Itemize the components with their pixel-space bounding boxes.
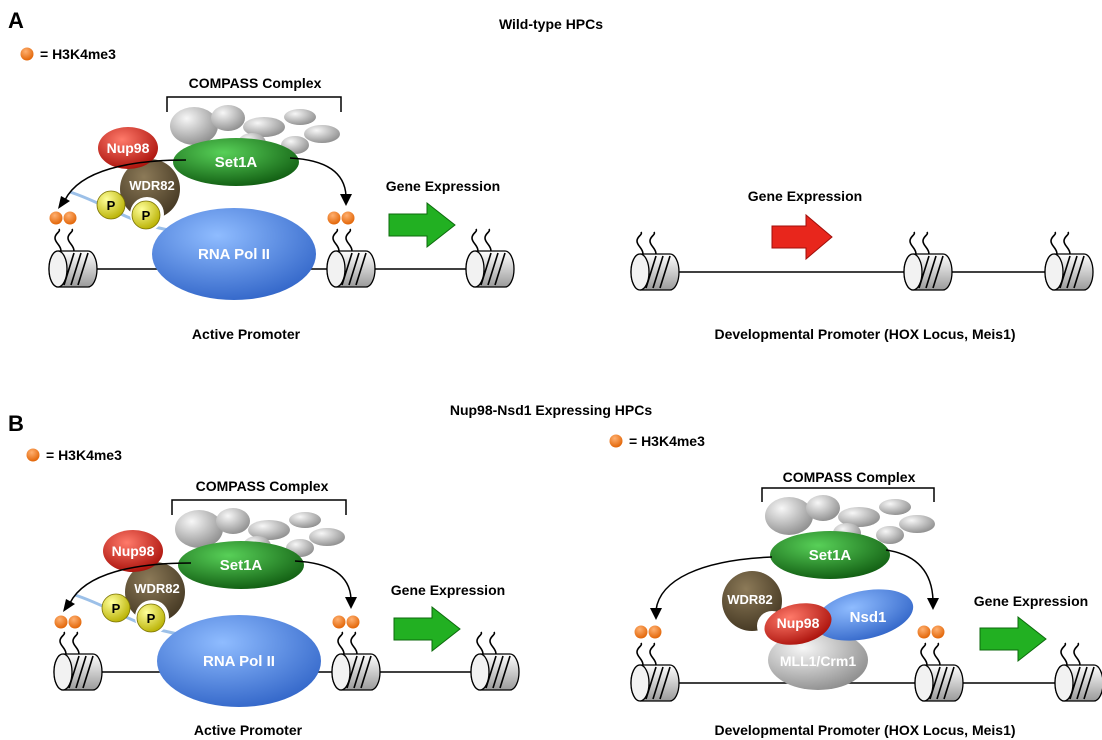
panel-b-active-promoter: COMPASS Complex RNA Pol II WDR82 P P Set… [53, 478, 520, 738]
nucleosome-icon [1044, 231, 1094, 291]
gene-expression-label: Gene Expression [974, 593, 1088, 609]
h3k4me3-mark-icon [931, 625, 945, 639]
h3k4me3-mark-icon [49, 211, 63, 225]
h3k4me3-mark-icon [917, 625, 931, 639]
h3k4me3-mark-icon [54, 615, 68, 629]
nucleosome-icon [1054, 642, 1102, 702]
h3k4me3-mark-icon [327, 211, 341, 225]
h3k4me3-mark-icon [63, 211, 77, 225]
nucleosome-icon [53, 631, 103, 691]
nucleosome-icon [914, 642, 964, 702]
set1a-label: Set1A [220, 557, 263, 574]
panel-a-developmental-promoter: Gene Expression Developmental Promoter (… [630, 188, 1094, 342]
set1a [770, 531, 890, 579]
nup98-label: Nup98 [112, 543, 155, 559]
nup98-label: Nup98 [777, 615, 820, 631]
panel-b-title: Nup98-Nsd1 Expressing HPCs [450, 402, 652, 418]
panel-a-letter: A [8, 8, 24, 33]
phospho-label: P [147, 611, 156, 626]
gene-expression-label: Gene Expression [748, 188, 862, 204]
nucleosome-icon [326, 228, 376, 288]
wdr82-label: WDR82 [129, 178, 175, 193]
nucleosome-icon [465, 228, 515, 288]
developmental-promoter-caption: Developmental Promoter (HOX Locus, Meis1… [714, 722, 1015, 738]
nucleosome-icon [630, 231, 680, 291]
nsd1 [814, 589, 914, 641]
nsd1-label: Nsd1 [850, 609, 887, 626]
nup98 [98, 127, 158, 169]
h3k4me3-legend-dot-icon [609, 434, 623, 448]
panel-b-legend-left: = H3K4me3 [46, 447, 122, 463]
active-arrow-icon [979, 616, 1047, 662]
active-promoter-caption: Active Promoter [192, 326, 301, 342]
mll1-crm1 [768, 630, 868, 690]
wdr82-label: WDR82 [134, 581, 180, 596]
h3k4me3-legend-dot-icon [26, 448, 40, 462]
nup98 [764, 603, 832, 645]
h3k4me3-mark-icon [68, 615, 82, 629]
h3k4me3-mark-icon [346, 615, 360, 629]
h3k4me3-mark-icon [648, 625, 662, 639]
panel-b-letter: B [8, 411, 24, 436]
rna-pol-ii [157, 615, 321, 707]
nucleosome-icon [48, 228, 98, 288]
silenced-arrow-icon [771, 214, 833, 260]
rna-pol-ii-label: RNA Pol II [203, 653, 275, 670]
set1a-label: Set1A [215, 154, 258, 171]
h3k4me3-legend-dot-icon [20, 47, 34, 61]
nucleosome-icon [903, 231, 953, 291]
wdr82-label: WDR82 [727, 592, 773, 607]
set1a [173, 138, 299, 186]
compass-complex-label: COMPASS Complex [783, 469, 916, 485]
nucleosome-icon [331, 631, 381, 691]
compass-complex-label: COMPASS Complex [189, 75, 322, 91]
h3k4me3-mark-icon [634, 625, 648, 639]
h3k4me3-mark-icon [341, 211, 355, 225]
set1a [178, 541, 304, 589]
nucleosome-icon [630, 642, 680, 702]
active-arrow-icon [393, 606, 461, 652]
developmental-promoter-caption: Developmental Promoter (HOX Locus, Meis1… [714, 326, 1015, 342]
nup98-label: Nup98 [107, 140, 150, 156]
gene-expression-label: Gene Expression [391, 582, 505, 598]
panel-a-title: Wild-type HPCs [499, 16, 603, 32]
phospho-label: P [142, 208, 151, 223]
rna-pol-ii [152, 208, 316, 300]
set1a-label: Set1A [809, 547, 852, 564]
panel-a-legend-label: = H3K4me3 [40, 46, 116, 62]
active-promoter-caption: Active Promoter [194, 722, 303, 738]
panel-b-legend-right: = H3K4me3 [629, 433, 705, 449]
phospho-label: P [107, 198, 116, 213]
phospho-label: P [112, 601, 121, 616]
nup98 [103, 530, 163, 572]
panel-b-developmental-promoter: COMPASS Complex MLL1/Crm1 WDR82 Nsd1 Nup… [630, 469, 1102, 738]
panel-a-active-promoter: COMPASS Complex RNA Pol II WDR82 P P Set… [48, 75, 515, 342]
active-arrow-icon [388, 202, 456, 248]
mll1-crm1-label: MLL1/Crm1 [780, 653, 856, 669]
nucleosome-icon [470, 631, 520, 691]
compass-complex-label: COMPASS Complex [196, 478, 329, 494]
h3k4me3-mark-icon [332, 615, 346, 629]
gene-expression-label: Gene Expression [386, 178, 500, 194]
rna-pol-ii-label: RNA Pol II [198, 246, 270, 263]
